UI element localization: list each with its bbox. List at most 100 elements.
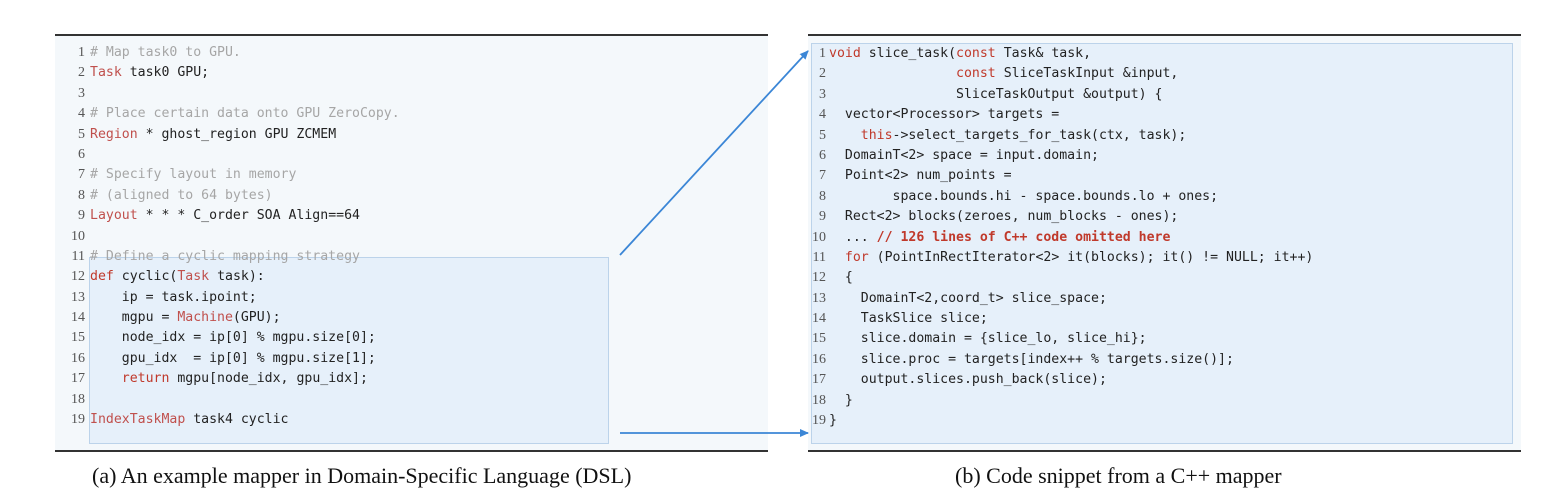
code-token: gpu_idx = ip[0] % mgpu.size[1]; [90, 350, 376, 366]
line-number: 19 [71, 412, 85, 428]
line-number: 2 [78, 65, 85, 81]
code-token: mgpu[node_idx, gpu_idx]; [169, 371, 368, 387]
code-token: ->select_targets_for_task(ctx, task); [892, 127, 1187, 143]
caption-dsl: (a) An example mapper in Domain-Specific… [92, 463, 632, 488]
code-token: ip = task.ipoint; [90, 289, 257, 305]
line-number: 8 [78, 187, 85, 203]
code-token: output.slices.push_back(slice); [829, 372, 1107, 388]
code-token [829, 128, 861, 143]
code-line: 16 gpu_idx = ip[0] % mgpu.size[1]; [55, 349, 400, 369]
code-line: 13 ip = task.ipoint; [55, 288, 400, 308]
code-line: 4 vector<Processor> targets = [808, 105, 1313, 125]
code-token: SliceTaskInput &input, [995, 66, 1179, 82]
code-line: 1# Map task0 to GPU. [55, 43, 400, 63]
line-number: 17 [71, 371, 85, 387]
code-token: def [90, 269, 114, 285]
line-number: 18 [812, 392, 826, 408]
line-number: 9 [78, 208, 85, 224]
code-line: 3 [55, 84, 400, 104]
code-line: 17 output.slices.push_back(slice); [808, 370, 1313, 390]
code-token: const [956, 66, 996, 82]
line-number: 9 [819, 209, 826, 225]
line-number: 5 [819, 127, 826, 143]
code-token: vector<Processor> targets = [829, 107, 1060, 123]
line-number: 13 [812, 290, 826, 306]
line-number: 11 [71, 248, 85, 264]
code-token: void [829, 46, 861, 61]
code-token: space.bounds.hi - space.bounds.lo + ones… [829, 188, 1219, 204]
code-line: 7# Specify layout in memory [55, 165, 400, 185]
code-token: const [956, 46, 996, 61]
code-line: 2 Task task0 GPU; [55, 63, 400, 83]
code-token: Task [90, 65, 122, 81]
line-number: 17 [812, 372, 826, 388]
code-token: SliceTaskOutput &output) { [829, 86, 1163, 102]
code-token: # (aligned to 64 bytes) [90, 187, 273, 203]
code-token: # Map task0 to GPU. [90, 45, 241, 60]
code-line: 11 for (PointInRectIterator<2> it(blocks… [808, 248, 1314, 268]
line-number: 12 [812, 270, 826, 286]
code-token: # Define a cyclic mapping strategy [90, 248, 360, 264]
dsl-code-block: 1# Map task0 to GPU. 2 Task task0 GPU; 3 4 # … [55, 43, 400, 430]
code-token: TaskSlice slice; [829, 311, 988, 327]
line-number: 16 [812, 351, 826, 367]
code-token: Region [90, 126, 138, 142]
line-number: 3 [819, 86, 826, 102]
code-token [90, 371, 122, 386]
code-token: Rect<2> blocks(zeroes, num_blocks - ones… [829, 209, 1179, 225]
line-number: 2 [819, 66, 826, 82]
code-token: for [844, 249, 869, 265]
code-token: # Specify layout in memory [90, 167, 297, 183]
code-line: 13 DomainT<2,coord_t> slice_space; [808, 289, 1313, 309]
code-token: cyclic( [113, 269, 178, 285]
code-token: Layout [90, 208, 138, 224]
line-number: 5 [78, 126, 85, 142]
line-number: 4 [78, 106, 85, 122]
line-number: 18 [71, 391, 85, 407]
code-line: 16 slice.proc = targets[index++ % target… [808, 350, 1313, 370]
dsl-code-panel: 1# Map task0 to GPU. 2 Task task0 GPU; 3 4 # … [55, 34, 768, 452]
code-line: 8 # (aligned to 64 bytes) [55, 186, 400, 206]
code-line: 11 # Define a cyclic mapping strategy [55, 247, 400, 267]
code-line: 6 [55, 145, 400, 165]
line-number: 4 [819, 107, 826, 123]
code-token: } [829, 413, 837, 429]
code-line: 10 [55, 227, 400, 247]
code-token [829, 250, 845, 265]
line-number: 15 [812, 331, 826, 347]
code-line: 18 } [808, 391, 1313, 411]
code-token: DomainT<2,coord_t> slice_space; [829, 290, 1107, 306]
line-number: 11 [812, 249, 826, 265]
code-token: node_idx = ip[0] % mgpu.size[0]; [90, 330, 376, 346]
line-number: 14 [71, 310, 85, 326]
code-line: 9 Rect<2> blocks(zeroes, num_blocks - on… [808, 207, 1313, 227]
code-token: # Place certain data onto GPU ZeroCopy. [90, 106, 400, 122]
line-number: 13 [71, 289, 85, 305]
code-token: (GPU); [232, 310, 281, 326]
code-line: 4 # Place certain data onto GPU ZeroCopy. [55, 104, 400, 124]
code-token: task0 GPU; [121, 65, 210, 81]
code-token: Point<2> num_points = [829, 168, 1012, 184]
code-token: Machine [177, 310, 233, 326]
line-number: 7 [819, 168, 826, 184]
line-number: 12 [71, 269, 85, 285]
line-number: 16 [71, 350, 85, 366]
code-token: task4 cyclic [185, 412, 289, 428]
code-token [829, 66, 956, 81]
code-token: { [829, 270, 853, 286]
line-number: 14 [812, 311, 826, 327]
code-line: 19} [808, 411, 1313, 431]
cpp-code-highlight [811, 43, 1513, 444]
line-number: 3 [78, 85, 85, 101]
code-line: 6 DomainT<2> space = input.domain; [808, 146, 1313, 166]
code-line: 14 mgpu = Machine(GPU); [55, 308, 400, 328]
code-line: 2 const SliceTaskInput &input, [808, 64, 1313, 84]
code-token: this [860, 127, 893, 143]
code-token: * ghost_region GPU ZCMEM [137, 126, 337, 142]
code-line: 12 { [808, 268, 1313, 288]
code-line: 17 return mgpu[node_idx, gpu_idx]; [55, 369, 400, 389]
